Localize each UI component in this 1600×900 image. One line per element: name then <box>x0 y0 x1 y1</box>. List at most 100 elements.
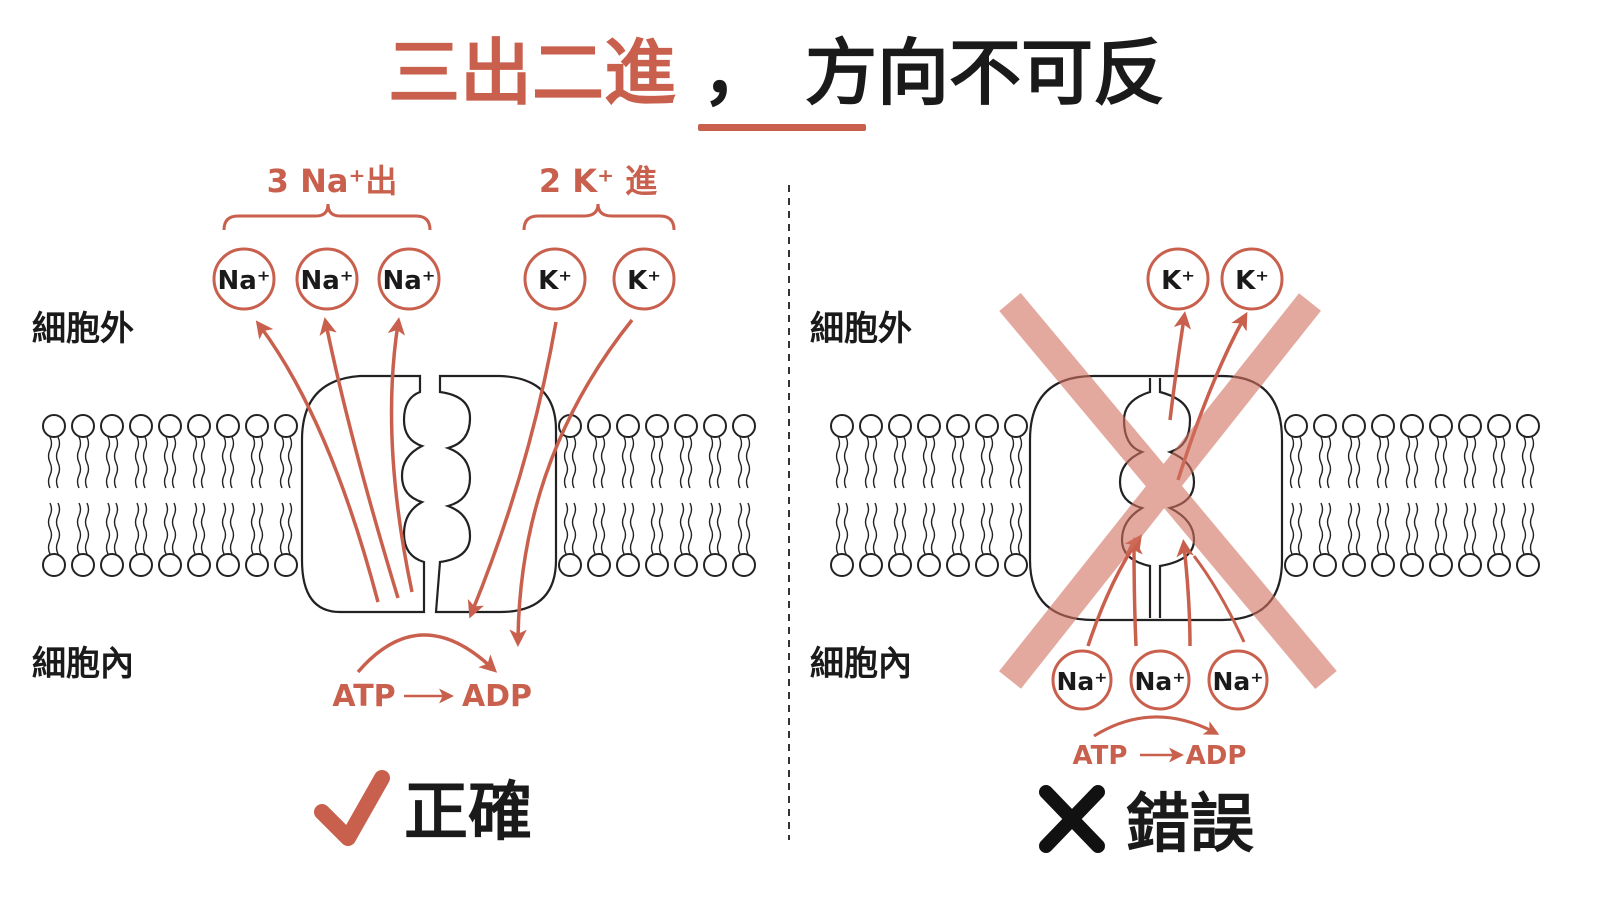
lipid-tail <box>1471 502 1477 555</box>
lipid-head <box>71 414 95 438</box>
lipid-tail <box>1017 436 1023 489</box>
lipid-head <box>645 553 669 577</box>
title-highlight: 三出二進 <box>388 31 676 115</box>
membrane-left-b <box>558 414 756 577</box>
lipid-head <box>42 414 66 438</box>
arrow-na-up-4 <box>1192 555 1246 643</box>
lipid-head <box>1004 414 1028 438</box>
lipid-tail <box>258 436 264 489</box>
ion-k-1-label: K⁺ <box>538 266 572 296</box>
lipid-tail <box>951 436 957 489</box>
membrane-right-a <box>830 414 1028 577</box>
label-outside-right: 細胞外 <box>810 309 912 349</box>
arrow-na-up-2 <box>1125 537 1143 647</box>
lipid-tail <box>113 502 119 555</box>
lipid-tail <box>1463 436 1469 489</box>
lipid-tail <box>687 502 693 555</box>
lipid-head <box>158 414 182 438</box>
bracket-na <box>222 203 432 231</box>
lipid-head <box>1487 414 1511 438</box>
lipid-head <box>1284 553 1308 577</box>
lipid-head <box>917 414 941 438</box>
lipid-tail <box>134 502 140 555</box>
lipid-head <box>1458 553 1482 577</box>
lipid-tail <box>192 502 198 555</box>
lipid-head <box>1342 414 1366 438</box>
lipid-tail <box>592 502 598 555</box>
lipid-head <box>1516 414 1540 438</box>
arrow-k-in-1 <box>467 321 558 619</box>
lipid-head <box>616 414 640 438</box>
lipid-tail <box>1017 502 1023 555</box>
lipid-tail <box>192 436 198 489</box>
lipid-tail <box>571 502 577 555</box>
atp-label-left: ATP <box>332 679 395 714</box>
lipid-head <box>859 553 883 577</box>
membrane-right-b <box>1284 414 1540 577</box>
ion-na-1: Na⁺ <box>212 247 276 311</box>
lipid-head <box>703 553 727 577</box>
lipid-head <box>1400 553 1424 577</box>
lipid-tail <box>84 436 90 489</box>
lipid-head <box>888 553 912 577</box>
lipid-tail <box>571 436 577 489</box>
lipid-tail <box>716 502 722 555</box>
pump-correct <box>300 374 558 614</box>
lipid-tail <box>563 502 569 555</box>
lipid-tail <box>629 502 635 555</box>
ion-na-wrong-2: Na⁺ <box>1129 649 1191 711</box>
lipid-tail <box>171 436 177 489</box>
lipid-tail <box>893 502 899 555</box>
lipid-tail <box>1500 436 1506 489</box>
wrong-panel: 細胞外 細胞內 K⁺ K⁺ Na⁺ Na⁺ <box>810 247 1540 862</box>
lipid-head <box>216 553 240 577</box>
lipid-tail <box>679 436 685 489</box>
lipid-tail <box>287 502 293 555</box>
lipid-tail <box>864 502 870 555</box>
arrow-k-in-2 <box>509 318 634 647</box>
lipid-head <box>1313 553 1337 577</box>
lipid-tail <box>901 502 907 555</box>
lipid-tail <box>893 436 899 489</box>
ion-na-wrong-1-label: Na⁺ <box>1057 667 1108 696</box>
arrow-na-up-3 <box>1176 539 1194 647</box>
lipid-head <box>187 414 211 438</box>
lipid-head <box>1458 414 1482 438</box>
lipid-tail <box>1376 436 1382 489</box>
adp-label-left: ADP <box>462 679 532 714</box>
lipid-tail <box>1405 502 1411 555</box>
lipid-head <box>1429 414 1453 438</box>
lipid-head <box>587 414 611 438</box>
lipid-tail <box>163 502 169 555</box>
lipid-tail <box>621 502 627 555</box>
lipid-tail <box>600 436 606 489</box>
lipid-tail <box>745 502 751 555</box>
lipid-head <box>1313 414 1337 438</box>
lipid-tail <box>658 502 664 555</box>
lipid-tail <box>1442 436 1448 489</box>
lipid-head <box>859 414 883 438</box>
lipid-tail <box>563 436 569 489</box>
atp-curve-arrow <box>356 633 498 674</box>
membrane-left-a <box>42 414 298 577</box>
lipid-tail <box>592 436 598 489</box>
lipid-tail <box>1355 436 1361 489</box>
lipid-tail <box>843 436 849 489</box>
lipid-tail <box>134 436 140 489</box>
lipid-tail <box>650 502 656 555</box>
lipid-tail <box>864 436 870 489</box>
lipid-tail <box>872 502 878 555</box>
lipid-tail <box>679 502 685 555</box>
lipid-tail <box>988 502 994 555</box>
arrow-na-out-1 <box>255 320 380 603</box>
lipid-head <box>558 553 582 577</box>
lipid-tail <box>1347 502 1353 555</box>
lipid-tail <box>47 436 53 489</box>
atp-curve-arrow-right <box>1093 715 1220 738</box>
cross-icon <box>1039 785 1105 853</box>
lipid-tail <box>1384 436 1390 489</box>
lipid-head <box>1004 553 1028 577</box>
lipid-head <box>1342 553 1366 577</box>
lipid-head <box>1487 553 1511 577</box>
lipid-head <box>100 414 124 438</box>
